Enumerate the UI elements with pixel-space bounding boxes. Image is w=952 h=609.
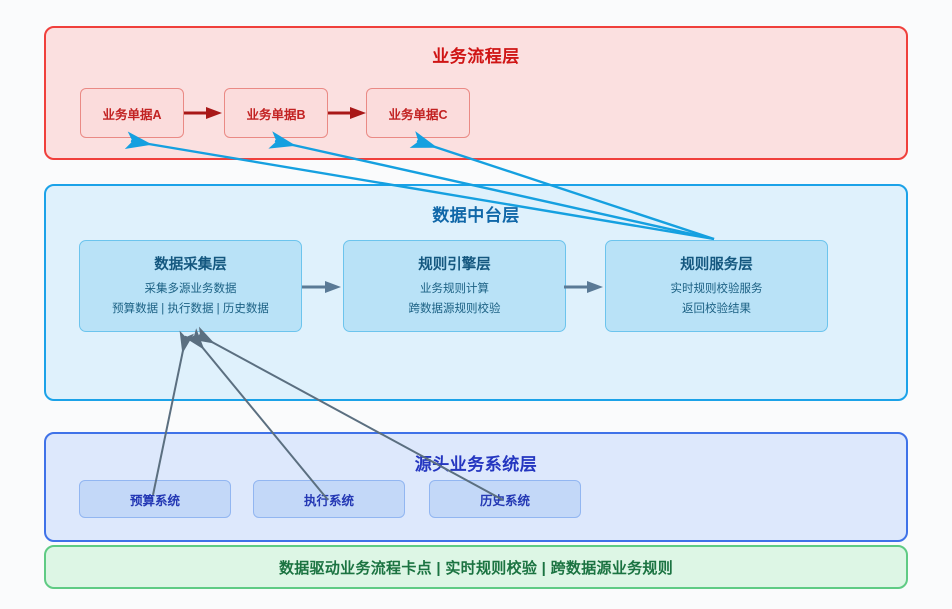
business-layer-title: 业务流程层 [432,47,520,66]
source-system-history-label: 历史系统 [479,493,530,508]
source-system-budget[interactable]: 预算系统 [79,480,231,518]
business-document-b-label: 业务单据B [246,107,306,122]
stage-service-line1: 实时规则校验服务 [670,282,763,295]
business-document-a-label: 业务单据A [102,107,162,122]
midplatform-layer-title: 数据中台层 [432,206,520,225]
stage-collection-line2: 预算数据 | 执行数据 | 历史数据 [112,303,269,315]
stage-collection-line1: 采集多源业务数据 [144,282,237,295]
summary-bar-text: 数据驱动业务流程卡点 | 实时规则校验 | 跨数据源业务规则 [278,559,674,577]
stage-flow-arrow-engine-to-service [564,281,603,293]
source-system-execution-label: 执行系统 [303,493,354,508]
source-layer-title: 源头业务系统层 [414,455,538,474]
stage-service-line2: 返回校验结果 [682,303,751,315]
source-system-budget-label: 预算系统 [129,493,180,508]
doc-flow-arrow-a-to-b [184,107,222,119]
source-system-history[interactable]: 历史系统 [429,480,581,518]
stage-service-title: 规则服务层 [680,256,753,273]
doc-flow-arrow-b-to-c [328,107,366,119]
stage-box-rule-engine[interactable]: 规则引擎层 业务规则计算 跨数据源规则校验 [343,240,566,332]
business-document-c-label: 业务单据C [388,107,448,122]
stage-engine-title: 规则引擎层 [418,256,491,273]
business-document-node-a[interactable]: 业务单据A [80,88,184,138]
stage-engine-line2: 跨数据源规则校验 [408,303,501,315]
business-document-node-c[interactable]: 业务单据C [366,88,470,138]
stage-box-data-collection[interactable]: 数据采集层 采集多源业务数据 预算数据 | 执行数据 | 历史数据 [79,240,302,332]
stage-box-rule-service[interactable]: 规则服务层 实时规则校验服务 返回校验结果 [605,240,828,332]
business-process-layer: 业务流程层 业务单据A 业务单据B 业务单据C [44,26,908,160]
data-middle-platform-layer: 数据中台层 数据采集层 采集多源业务数据 预算数据 | 执行数据 | 历史数据 … [44,184,908,401]
source-system-execution[interactable]: 执行系统 [253,480,405,518]
stage-engine-line1: 业务规则计算 [420,282,489,295]
business-document-node-b[interactable]: 业务单据B [224,88,328,138]
stage-flow-arrow-collect-to-engine [302,281,341,293]
summary-bar: 数据驱动业务流程卡点 | 实时规则校验 | 跨数据源业务规则 [44,545,908,589]
stage-collection-title: 数据采集层 [154,256,227,273]
source-business-systems-layer: 源头业务系统层 预算系统 执行系统 历史系统 [44,432,908,542]
